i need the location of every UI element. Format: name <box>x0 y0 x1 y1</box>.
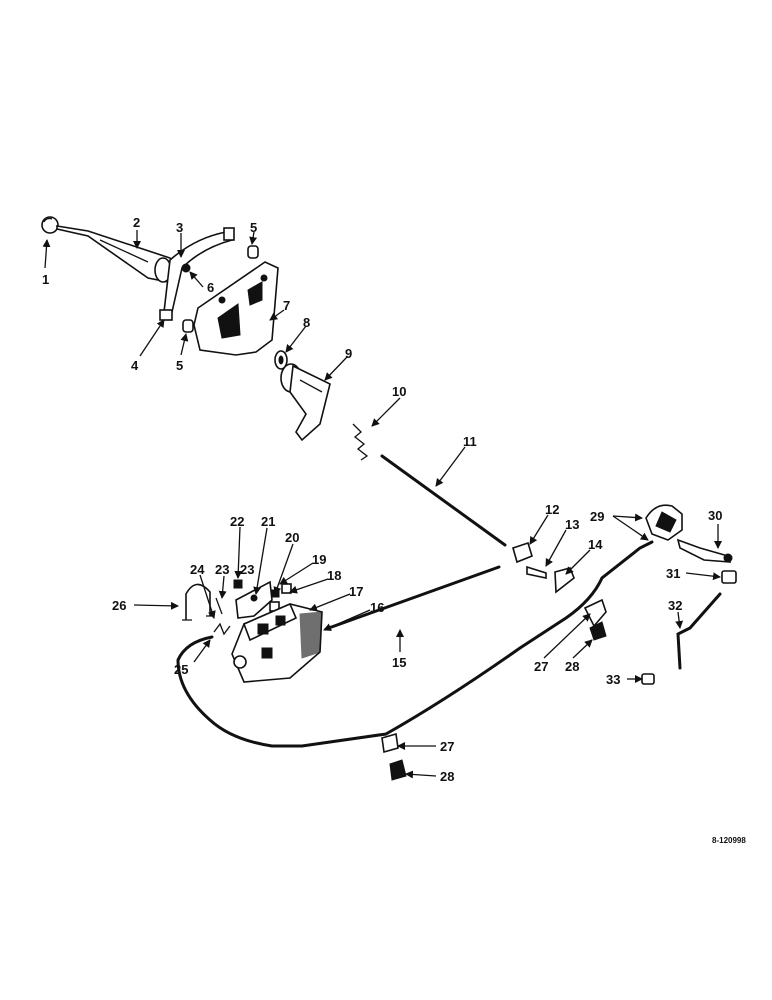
callout-22: 22 <box>230 514 244 529</box>
callout-25: 25 <box>174 662 188 677</box>
callout-18: 18 <box>327 568 341 583</box>
callout-23-right: 23 <box>215 562 229 577</box>
valve-block <box>231 602 323 683</box>
support-bracket <box>193 261 279 356</box>
callout-6: 6 <box>207 280 214 295</box>
reference-number: 8-120998 <box>712 836 746 845</box>
callout-12: 12 <box>545 502 559 517</box>
callout-26: 26 <box>112 598 126 613</box>
pin <box>721 570 737 584</box>
callout-23-left: 23 <box>240 562 254 577</box>
callout-24: 24 <box>190 562 205 577</box>
callout-15: 15 <box>392 655 406 670</box>
callout-19: 19 <box>312 552 326 567</box>
lever-link <box>554 567 575 594</box>
callout-5-upper: 5 <box>250 220 257 235</box>
u-clamp <box>182 583 214 621</box>
valve-spring <box>213 597 231 636</box>
callout-17: 17 <box>349 584 363 599</box>
callout-11: 11 <box>463 434 477 449</box>
callout-10: 10 <box>392 384 406 399</box>
callout-leaders <box>42 230 722 779</box>
bellcrank-housing <box>645 504 683 541</box>
callout-3: 3 <box>176 220 183 235</box>
callout-33: 33 <box>606 672 620 687</box>
callout-30: 30 <box>708 508 722 523</box>
callout-1: 1 <box>42 272 49 287</box>
callout-28-lower: 28 <box>440 769 454 784</box>
callout-27-lower: 27 <box>440 739 454 754</box>
callout-32: 32 <box>668 598 682 613</box>
callout-14: 14 <box>588 537 603 552</box>
callout-13: 13 <box>565 517 579 532</box>
lift-rod <box>676 592 722 670</box>
control-rod <box>380 454 507 547</box>
clamp-lower <box>381 732 399 754</box>
callout-29: 29 <box>590 509 604 524</box>
callout-5-lower: 5 <box>176 358 183 373</box>
callout-21: 21 <box>261 514 275 529</box>
callout-labels: 1 2 3 4 5 5 6 7 8 9 10 11 12 13 14 15 16… <box>42 215 722 784</box>
valve-rod <box>324 565 501 631</box>
callout-16: 16 <box>370 600 384 615</box>
shaft-arm <box>280 363 331 442</box>
callout-31: 31 <box>666 566 680 581</box>
clip-lower <box>389 759 407 781</box>
washer <box>274 350 288 370</box>
callout-9: 9 <box>345 346 352 361</box>
callout-20: 20 <box>285 530 299 545</box>
callout-8: 8 <box>303 315 310 330</box>
mounting-bracket <box>235 580 273 619</box>
callout-27-upper: 27 <box>534 659 548 674</box>
clip-upper <box>589 621 607 641</box>
yoke <box>512 541 533 564</box>
bushing-upper <box>247 245 259 259</box>
control-lever <box>56 225 175 283</box>
callout-28-upper: 28 <box>565 659 579 674</box>
bushing-lower <box>182 319 194 333</box>
pivot-arm <box>676 538 733 563</box>
knob <box>41 216 59 234</box>
long-cable <box>176 540 654 748</box>
callout-2: 2 <box>133 215 140 230</box>
lift-clip <box>641 673 655 685</box>
callout-7: 7 <box>283 298 290 313</box>
callout-4: 4 <box>131 358 139 373</box>
clamp-upper <box>583 598 607 628</box>
link-plate <box>526 565 547 579</box>
spring <box>352 423 369 461</box>
